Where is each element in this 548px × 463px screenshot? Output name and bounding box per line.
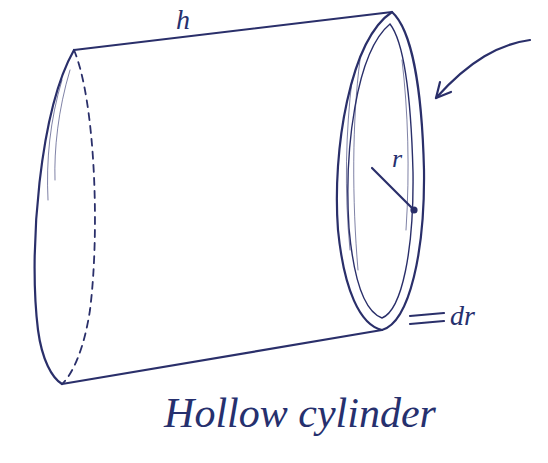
radius-dot [412,208,417,213]
radius-line [372,168,414,210]
shading [48,70,70,200]
thickness-marks [410,313,444,324]
left-rim-front [35,50,74,384]
shading [346,60,408,270]
pointer-arrow [436,40,530,98]
pointer-arrowhead [436,82,451,98]
right-rim-outer [337,12,424,330]
dimension-label: r [392,146,402,172]
dimension-label: dr [450,302,475,330]
left-rim-hidden [62,50,95,384]
dimension-label: h [176,6,190,34]
bottom-edge [62,330,382,384]
caption: Hollow cylinder [164,392,436,434]
top-edge [74,12,392,50]
